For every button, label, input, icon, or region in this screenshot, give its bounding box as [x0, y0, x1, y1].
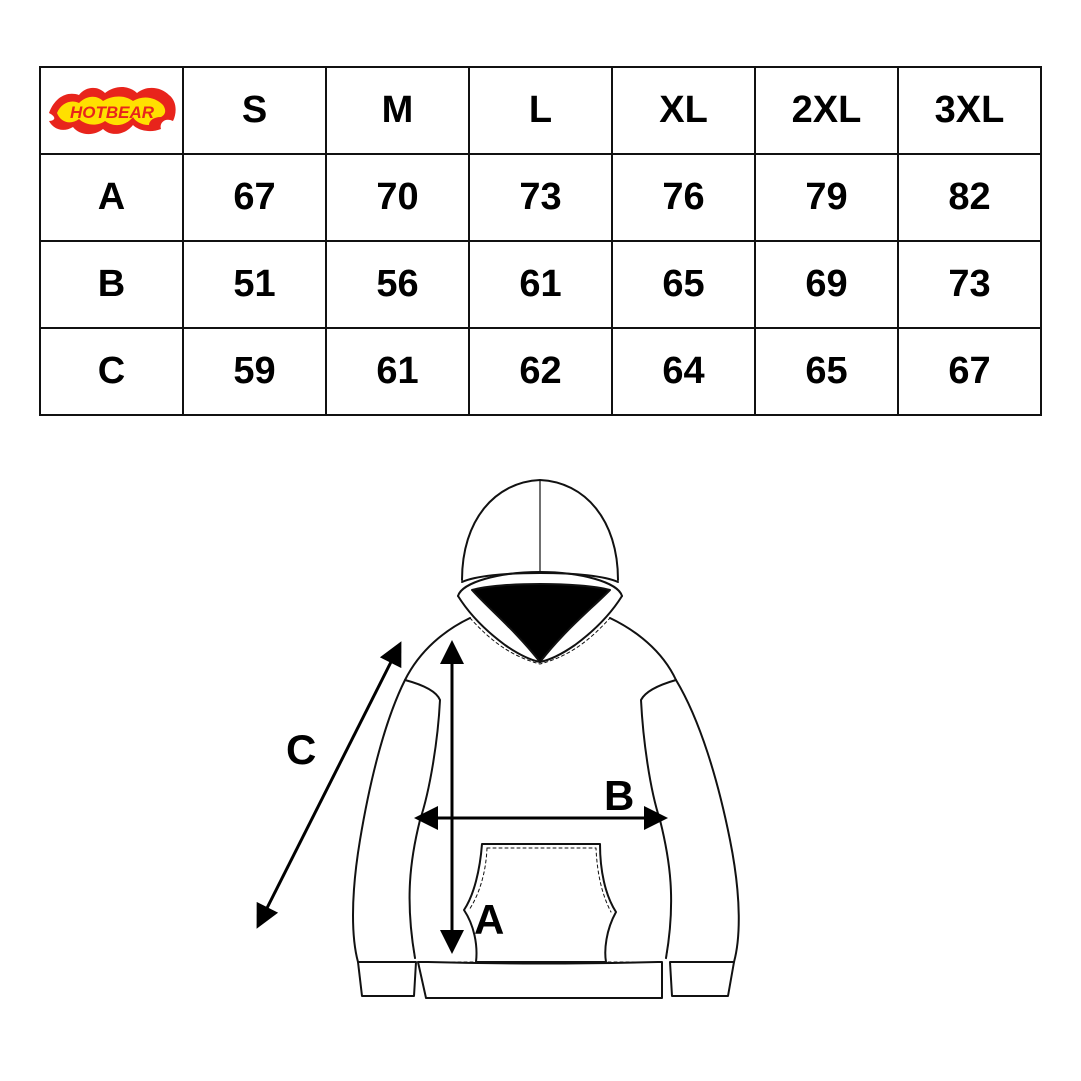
table-cell: 82 [897, 153, 1042, 242]
table-cell: 64 [611, 327, 756, 416]
brand-logo-cell: HOTBEAR [39, 66, 184, 155]
row-label: B [39, 240, 184, 329]
measure-label-b: B [604, 772, 635, 819]
row-label: A [39, 153, 184, 242]
table-cell: 65 [754, 327, 899, 416]
size-header-m: M [325, 66, 470, 155]
size-header-2xl: 2XL [754, 66, 899, 155]
table-cell: 73 [897, 240, 1042, 329]
table-row-a: A 67 70 73 76 79 82 [39, 153, 1042, 242]
size-header-l: L [468, 66, 613, 155]
measure-c-arrow [256, 641, 402, 929]
size-header-xl: XL [611, 66, 756, 155]
left-cuff [357, 961, 417, 997]
table-cell: 62 [468, 327, 613, 416]
table-cell: 70 [325, 153, 470, 242]
hood-opening [471, 583, 611, 663]
brand-logo: HOTBEAR [48, 86, 176, 134]
measure-label-c: C [286, 726, 317, 773]
table-cell: 65 [611, 240, 756, 329]
waistband [417, 961, 663, 999]
table-cell: 79 [754, 153, 899, 242]
size-header-s: S [182, 66, 327, 155]
table-cell: 61 [325, 327, 470, 416]
measure-label-a: A [474, 896, 505, 943]
table-cell: 69 [754, 240, 899, 329]
table-cell: 51 [182, 240, 327, 329]
size-header-3xl: 3XL [897, 66, 1042, 155]
brand-logo-text: HOTBEAR [69, 103, 154, 122]
size-chart-table: HOTBEAR S M L XL 2XL 3XL A 67 70 73 76 7… [39, 66, 1042, 416]
table-row-b: B 51 56 61 65 69 73 [39, 240, 1042, 329]
right-cuff [669, 961, 735, 997]
table-cell: 56 [325, 240, 470, 329]
table-cell: 67 [182, 153, 327, 242]
table-row-c: C 59 61 62 64 65 67 [39, 327, 1042, 416]
table-cell: 73 [468, 153, 613, 242]
row-label: C [39, 327, 184, 416]
header-row: HOTBEAR S M L XL 2XL 3XL [39, 66, 1042, 155]
table-cell: 76 [611, 153, 756, 242]
table-cell: 67 [897, 327, 1042, 416]
body-right-outline [609, 617, 740, 963]
table-cell: 61 [468, 240, 613, 329]
table-cell: 59 [182, 327, 327, 416]
kangaroo-pocket [463, 843, 617, 963]
